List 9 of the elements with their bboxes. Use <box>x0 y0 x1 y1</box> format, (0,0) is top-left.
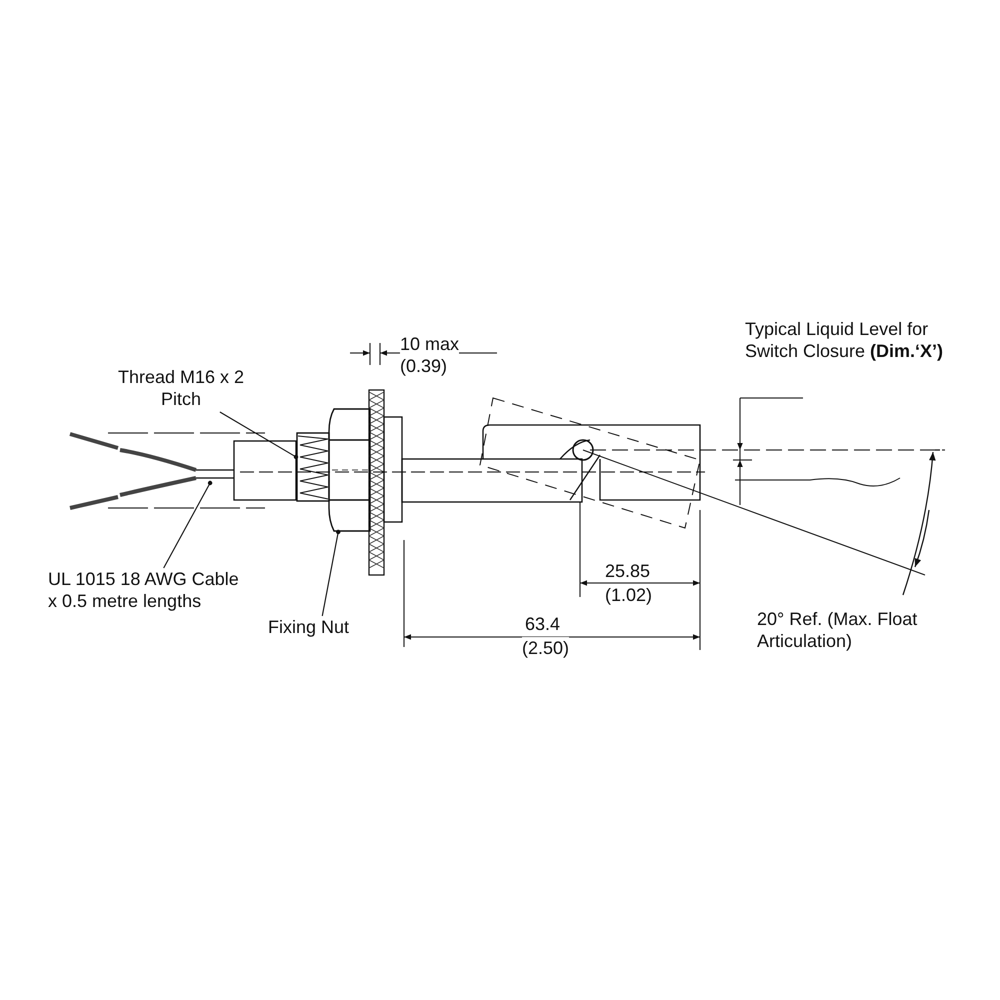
leader-line <box>163 480 212 568</box>
callout-label: Fixing Nut <box>268 616 372 638</box>
threaded-boss <box>296 432 330 502</box>
fixing-nut <box>328 408 372 532</box>
leader-line <box>322 530 340 616</box>
callout-label: UL 1015 18 AWG Cable x 0.5 metre lengths <box>48 568 240 612</box>
dimension-label: (2.50) <box>522 637 570 659</box>
leader-line <box>220 412 298 460</box>
callout-label: Thread M16 x 2 Pitch <box>100 366 262 410</box>
